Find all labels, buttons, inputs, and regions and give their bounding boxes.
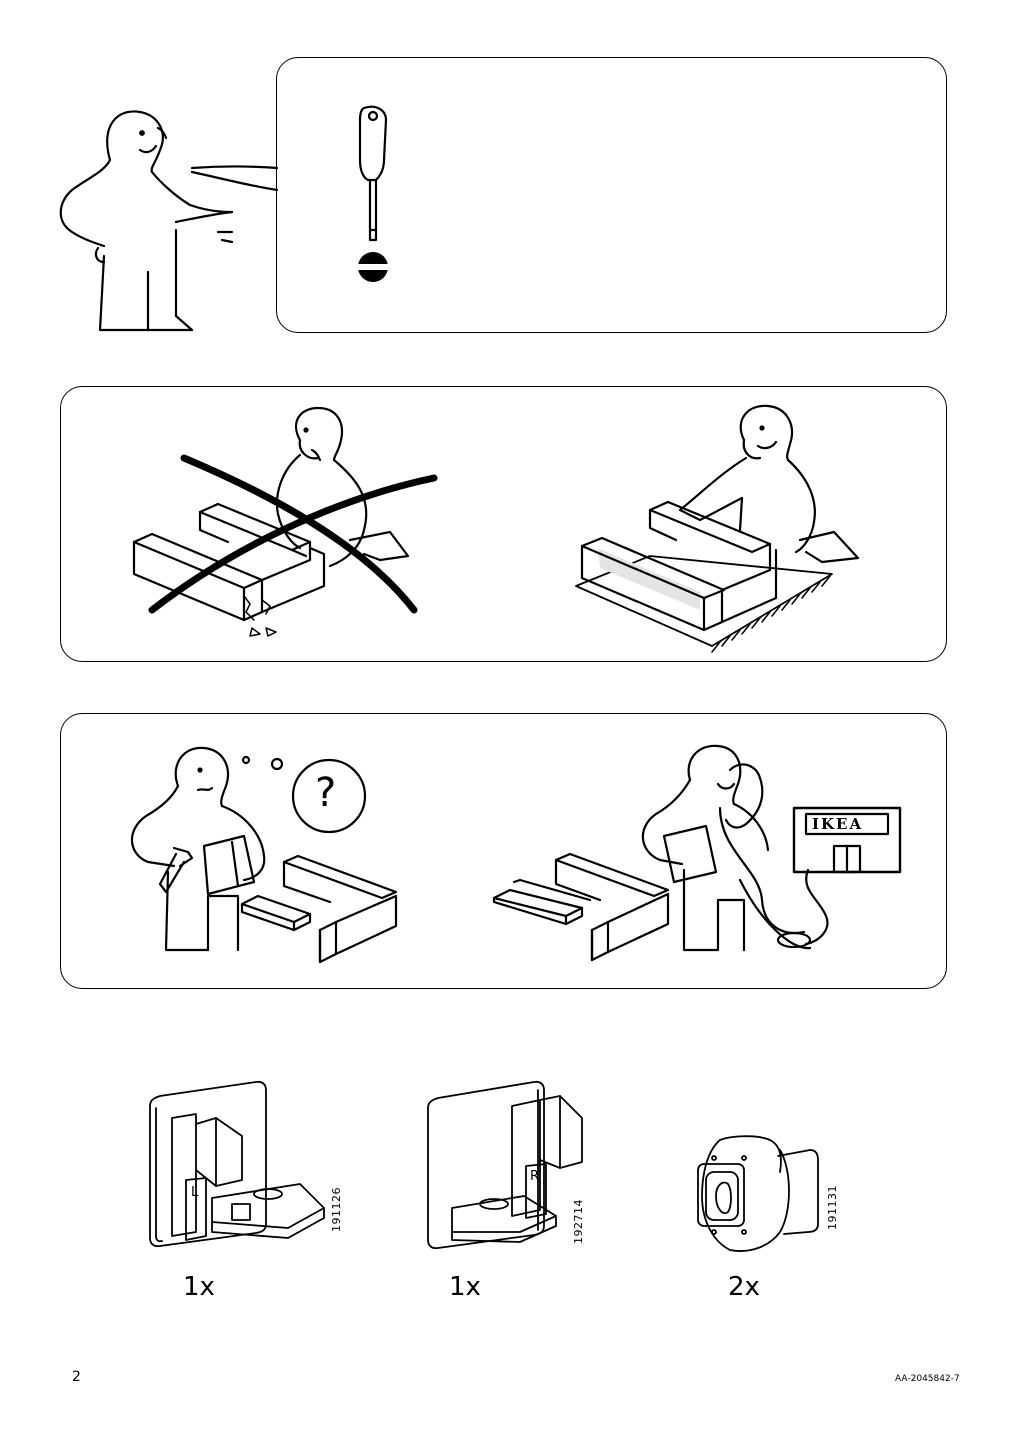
page-number: 2: [72, 1369, 81, 1385]
ikea-man-figure: [59, 110, 234, 332]
hinge-marking-left: L: [191, 1185, 199, 1200]
hinge-part-left: [149, 1080, 325, 1248]
help-panel: [60, 713, 947, 989]
document-id: AA-2045842-7: [895, 1374, 960, 1384]
cross-mark-icon: [148, 454, 438, 614]
hinge-part-right: [427, 1080, 583, 1250]
part-code-191126: 191126: [330, 1187, 343, 1232]
ikea-store-icon: [792, 806, 902, 874]
frame-on-rug: [580, 500, 778, 632]
flathead-symbol: [356, 252, 390, 282]
floor-protection-panel: [60, 386, 947, 662]
question-bubble: [291, 758, 367, 834]
confused-man: [130, 746, 284, 952]
part-quantity-191131: 2x: [728, 1272, 760, 1302]
hinge-marking-right: R: [530, 1169, 540, 1184]
speech-bubble-tail: [190, 165, 279, 192]
panel-pieces-right: [492, 852, 670, 962]
connector-part: [697, 1135, 819, 1252]
part-code-192714: 192714: [572, 1199, 585, 1244]
part-quantity-192714: 1x: [449, 1272, 481, 1302]
part-quantity-191126: 1x: [183, 1272, 215, 1302]
panel-pieces-left: [240, 854, 398, 964]
part-code-191131: 191131: [826, 1185, 839, 1230]
man-on-bare-floor: [275, 406, 410, 568]
question-mark: ?: [315, 770, 337, 816]
man-on-rug: [678, 404, 860, 564]
man-phoning: [641, 744, 829, 952]
tools-panel: [276, 57, 947, 333]
screwdriver-icon: [358, 105, 388, 242]
ikea-store-sign: IKEA: [812, 815, 864, 833]
